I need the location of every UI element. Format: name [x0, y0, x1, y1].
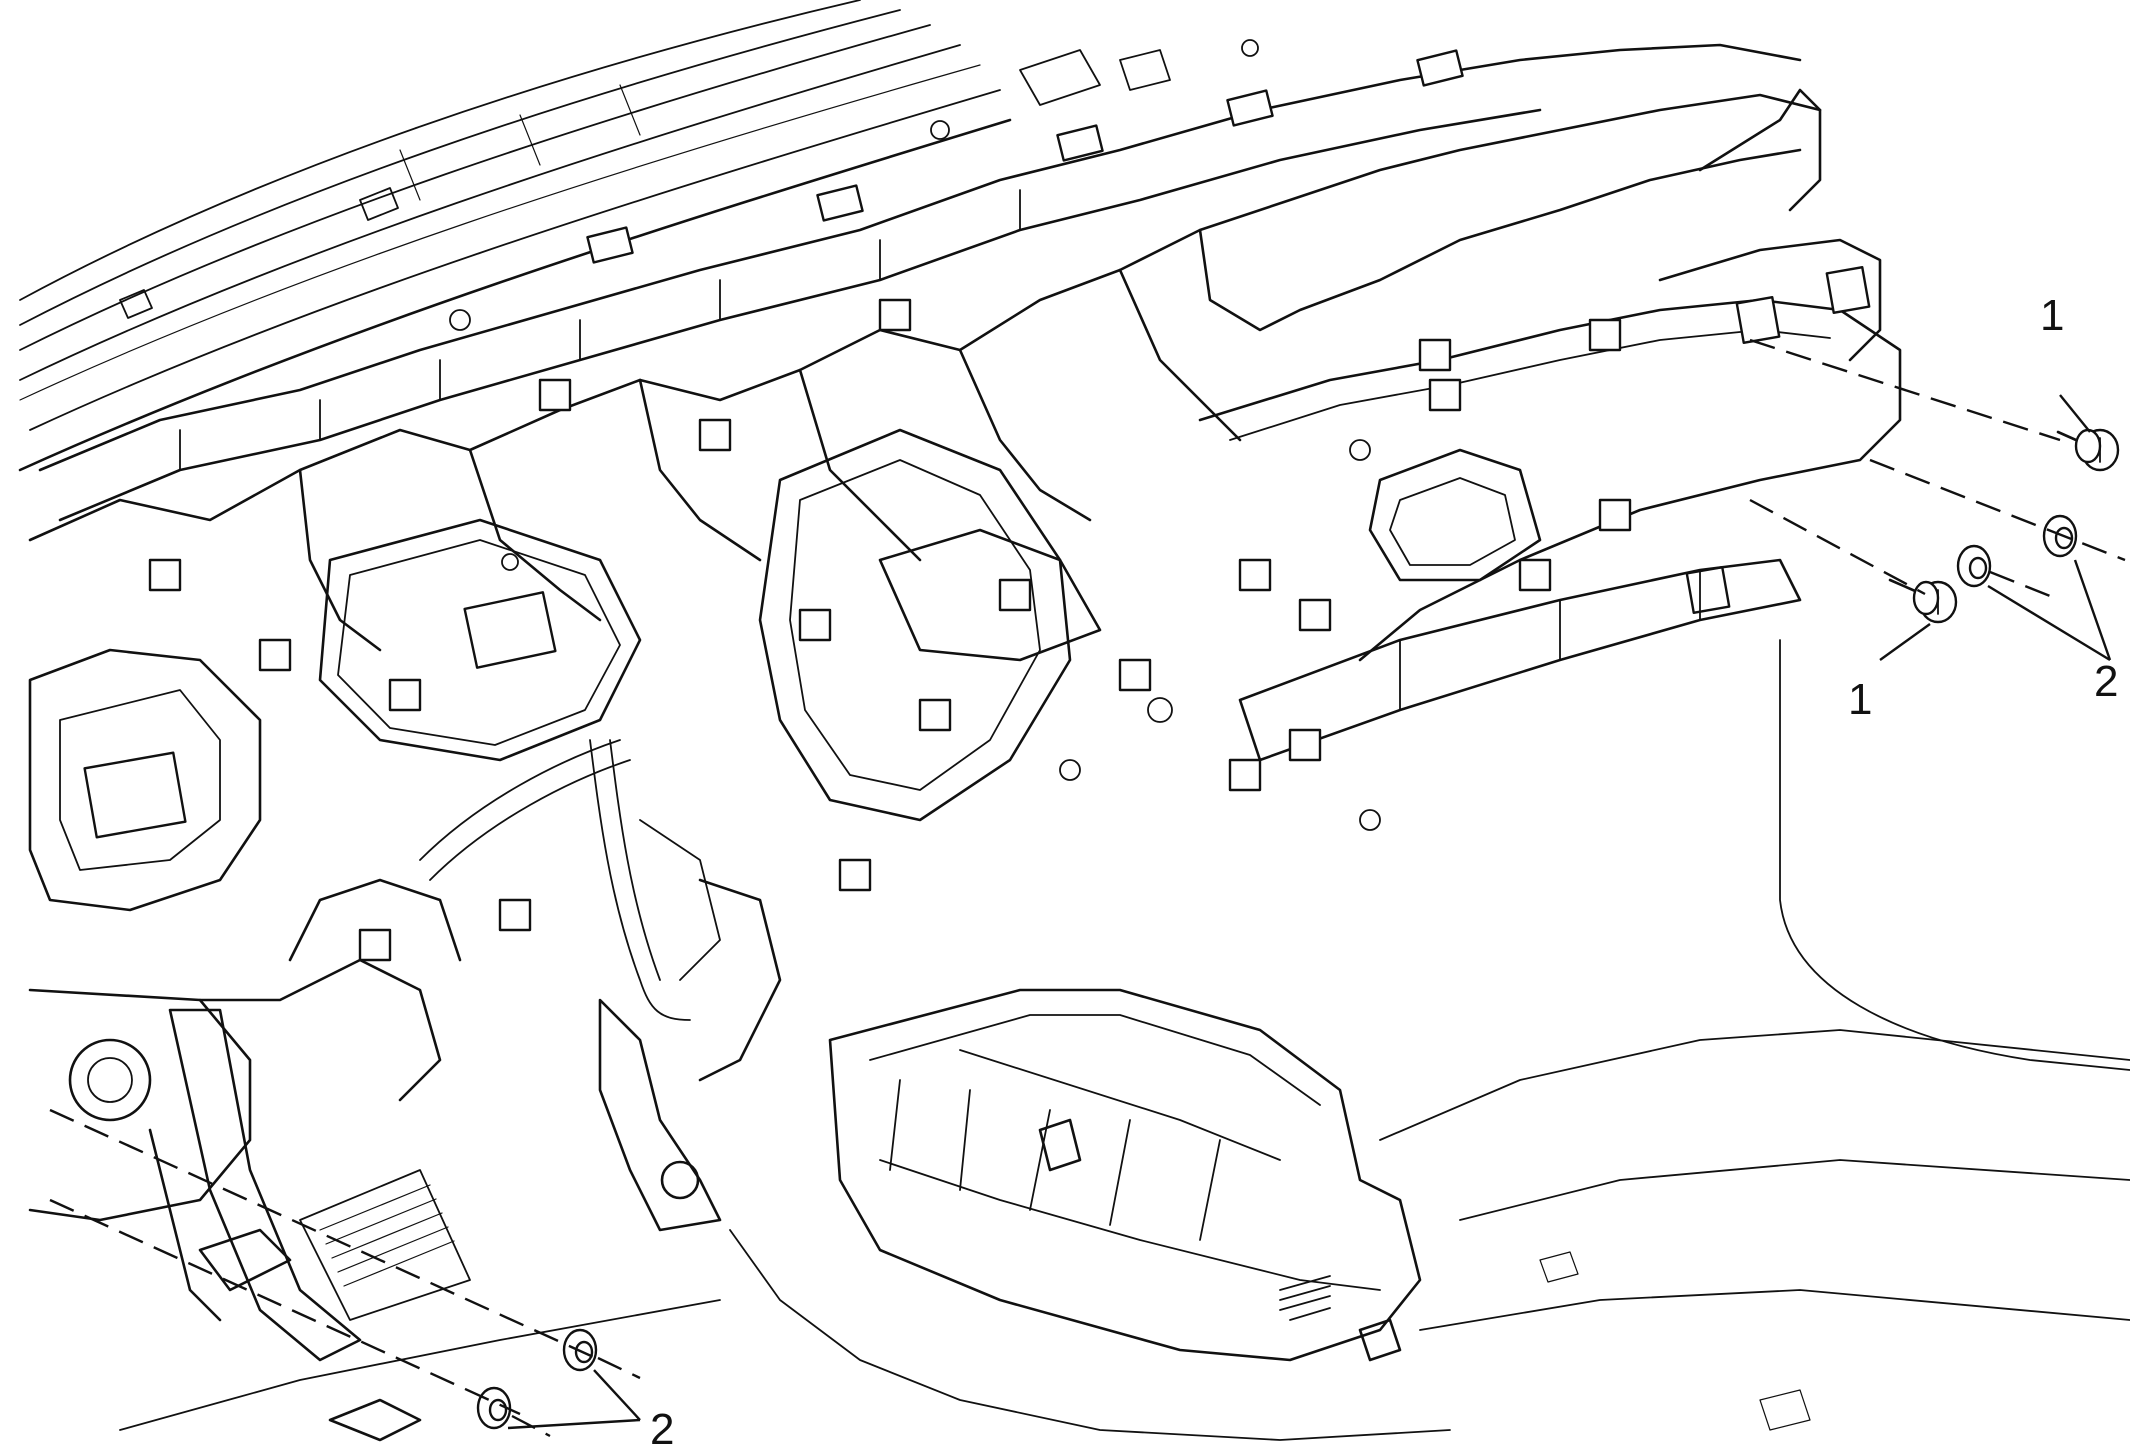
pedals [148, 1008, 471, 1442]
nut-right-upper [2042, 514, 2078, 558]
bolt-upper-right [2056, 428, 2120, 472]
upper-dash-shelf [38, 39, 1802, 522]
callout-label-bolt-lower-right: 1 [1848, 675, 1872, 724]
callout-label-bolt-upper-right: 1 [2040, 291, 2064, 340]
leader-lines [507, 394, 2112, 1430]
bolt-lower-right [1888, 578, 1958, 624]
instrument-panel-carrier [28, 88, 1902, 1232]
callout-labels: 1 1 2 2 [650, 291, 2118, 1450]
fasteners [476, 428, 2120, 1430]
floor-outline [119, 639, 2130, 1441]
center-console-module [828, 988, 1422, 1362]
callout-label-nut-right: 2 [2094, 657, 2118, 706]
callout-label-nut-left: 2 [650, 1405, 674, 1450]
alignment-lines [49, 338, 2126, 1438]
windshield-cowl-lines [18, 0, 1012, 472]
nut-right-lower [1956, 544, 1992, 588]
